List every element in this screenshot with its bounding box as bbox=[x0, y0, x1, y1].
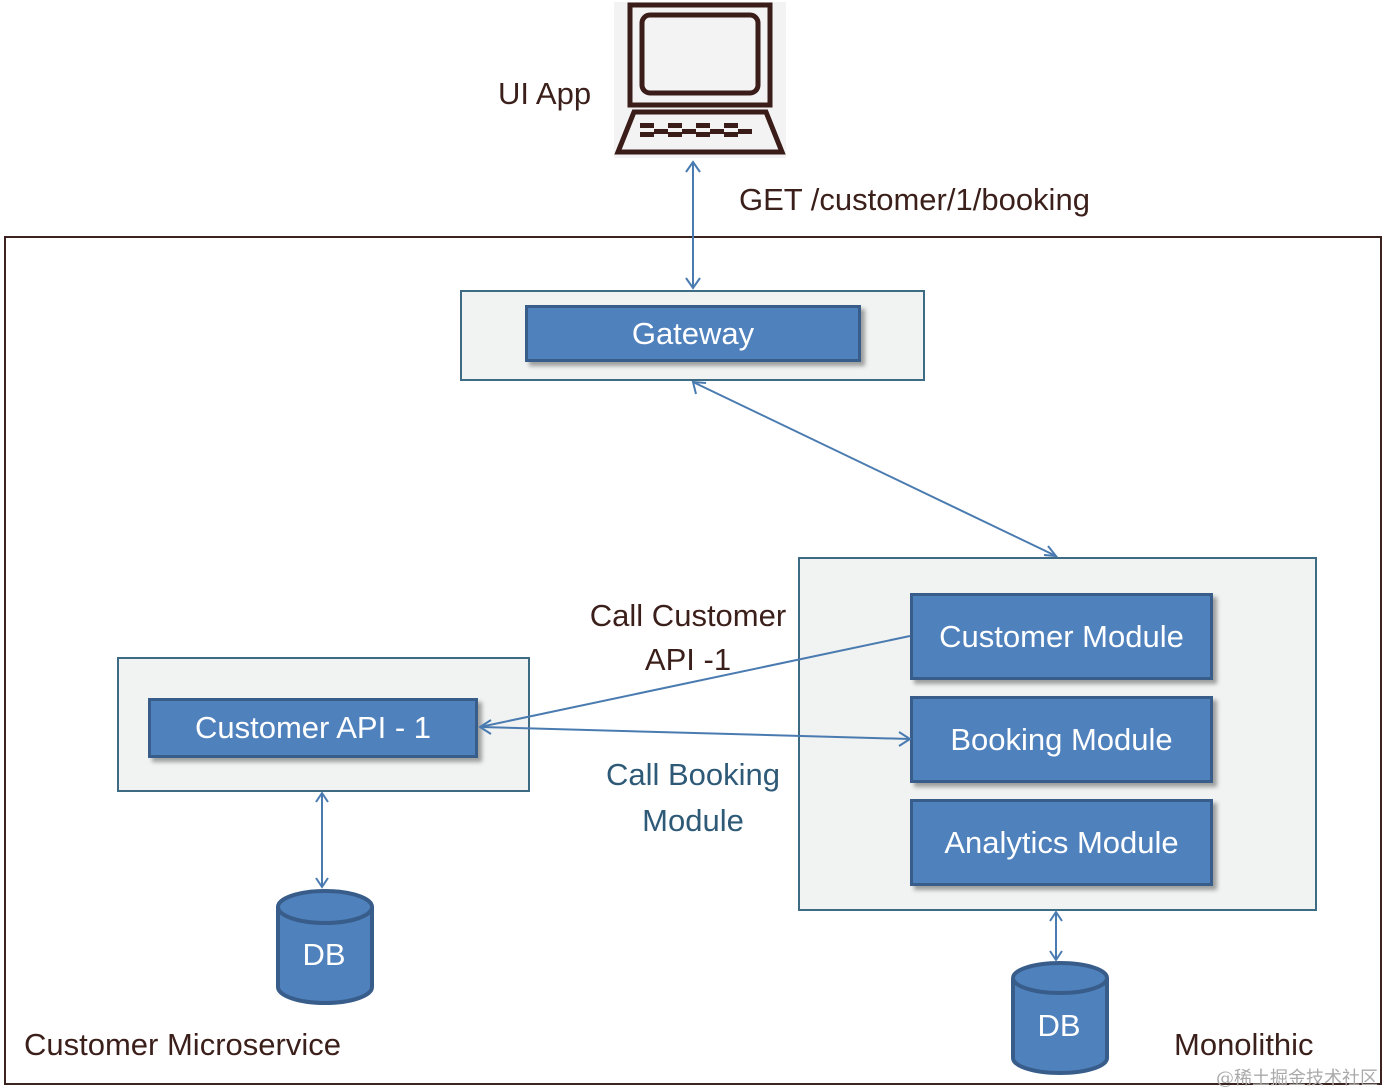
customer-db[interactable]: DB bbox=[274, 887, 378, 1009]
watermark: @稀土掘金技术社区 bbox=[1216, 1068, 1378, 1089]
booking-module-label: Booking Module bbox=[950, 721, 1173, 757]
call-booking-label: Call Booking Module bbox=[605, 757, 781, 838]
monolithic-label: Monolithic bbox=[1174, 1027, 1314, 1062]
customer-module-label: Customer Module bbox=[939, 618, 1184, 654]
customer-api-block[interactable]: Customer API - 1 bbox=[148, 698, 478, 758]
gateway-label: Gateway bbox=[631, 315, 755, 351]
customer-db-label: DB bbox=[302, 937, 346, 972]
booking-module-block[interactable]: Booking Module bbox=[910, 696, 1213, 783]
customer-module-to-api-arrow bbox=[479, 635, 911, 728]
gateway-monolith-arrow bbox=[692, 381, 1057, 557]
computer-terminal-icon bbox=[614, 2, 786, 155]
gateway-block[interactable]: Gateway bbox=[525, 305, 861, 362]
customer-module-block[interactable]: Customer Module bbox=[910, 593, 1213, 680]
analytics-module-block[interactable]: Analytics Module bbox=[910, 799, 1213, 886]
analytics-module-label: Analytics Module bbox=[944, 824, 1179, 860]
ui-app-computer bbox=[614, 2, 786, 158]
customer-api-label: Customer API - 1 bbox=[194, 710, 432, 745]
monolith-db[interactable]: DB bbox=[1009, 960, 1113, 1078]
monolith-db-label: DB bbox=[1037, 1008, 1081, 1043]
call-customer-label: Call Customer API -1 bbox=[589, 598, 787, 677]
customer-microservice-label: Customer Microservice bbox=[24, 1027, 341, 1062]
database-icon bbox=[1011, 961, 1109, 1075]
ui-app-label: UI App bbox=[498, 76, 592, 111]
request-label: GET /customer/1/booking bbox=[739, 182, 1090, 217]
database-icon bbox=[276, 889, 374, 1005]
api-to-booking-arrow bbox=[479, 726, 911, 740]
